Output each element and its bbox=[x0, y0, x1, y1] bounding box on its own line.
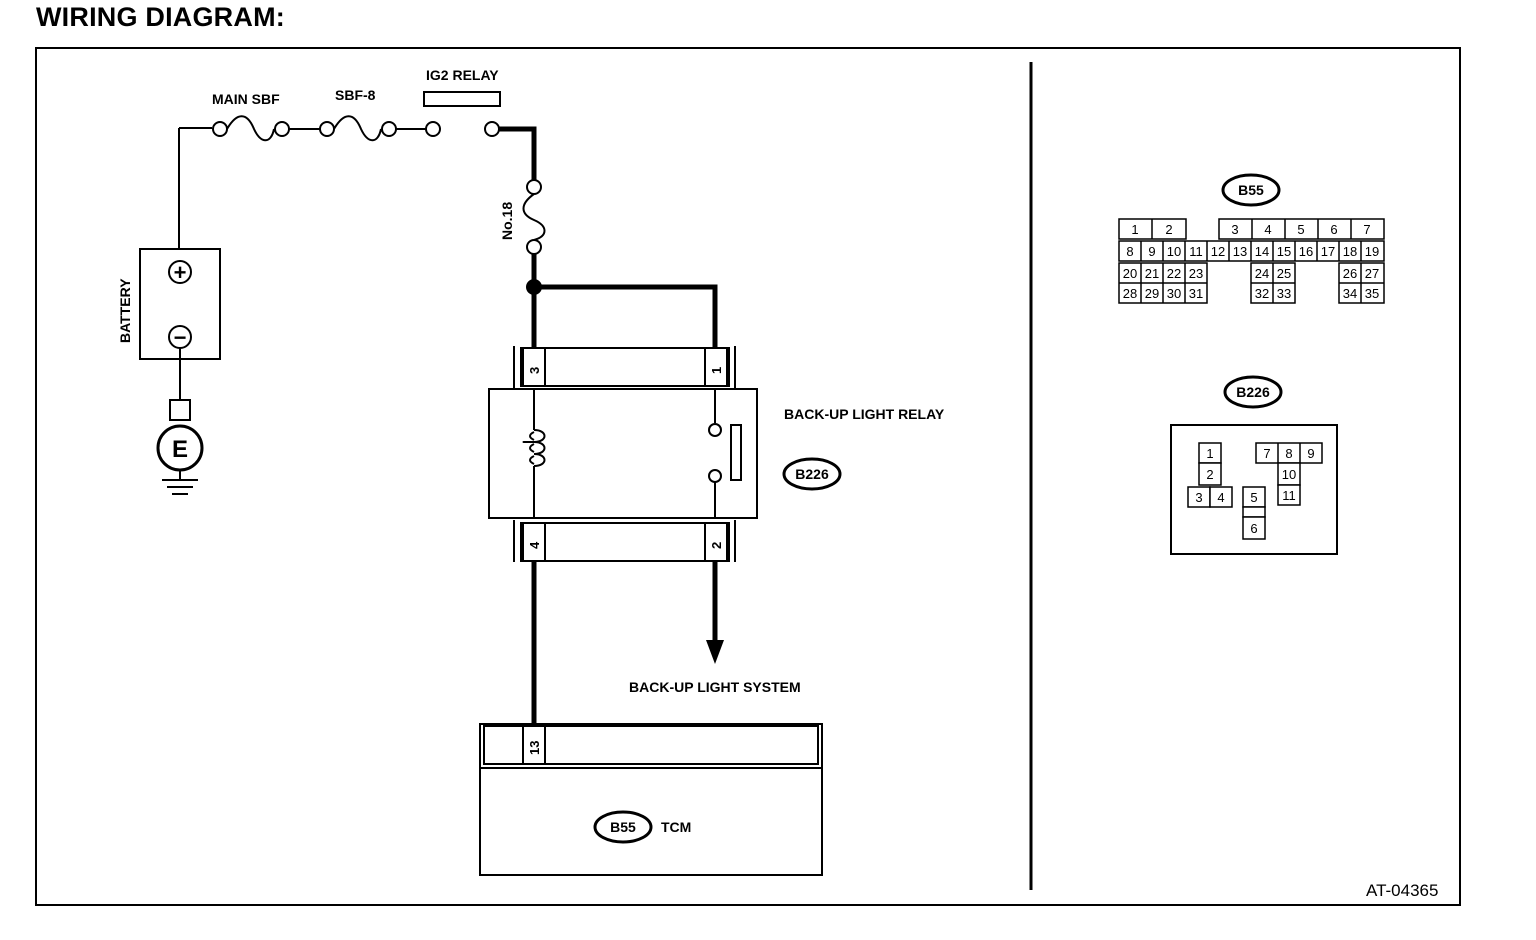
b55-pin: 17 bbox=[1321, 244, 1335, 259]
b55-pin: 15 bbox=[1277, 244, 1291, 259]
b55-pin: 10 bbox=[1167, 244, 1181, 259]
b55-pin: 30 bbox=[1167, 286, 1181, 301]
fuse-no18-label: No.18 bbox=[499, 202, 515, 240]
b55-pin: 12 bbox=[1211, 244, 1225, 259]
b55-pin: 22 bbox=[1167, 266, 1181, 281]
b55-pin: 20 bbox=[1123, 266, 1137, 281]
b55-label: B55 bbox=[1238, 182, 1264, 198]
b226-connector-face: B226 1 2 3 4 5 6 7 8 9 10 11 bbox=[1170, 375, 1338, 555]
b55-pin: 5 bbox=[1297, 222, 1304, 237]
ig2-relay-label: IG2 RELAY bbox=[426, 67, 499, 83]
tcm-label: TCM bbox=[661, 819, 691, 835]
tcm-pin-13: 13 bbox=[527, 741, 542, 755]
b55-pin: 7 bbox=[1363, 222, 1370, 237]
battery-label: BATTERY bbox=[117, 278, 133, 343]
relay-top-connector bbox=[513, 346, 736, 388]
b55-pin: 18 bbox=[1343, 244, 1357, 259]
battery bbox=[139, 248, 221, 360]
relay-pin-4: 4 bbox=[527, 541, 542, 549]
arrow-down-icon bbox=[706, 640, 724, 664]
b55-connector-face: B55 1 2 3 4 5 6 7 8 9 10 11 12 13 14 bbox=[1118, 173, 1385, 304]
ground-symbol bbox=[156, 399, 204, 495]
b55-pin: 31 bbox=[1189, 286, 1203, 301]
main-sbf-fuse bbox=[179, 115, 290, 142]
battery-plus-icon: + bbox=[174, 260, 187, 285]
tcm-body bbox=[479, 767, 823, 876]
relay-bottom-connector bbox=[513, 520, 736, 562]
relay-label: BACK-UP LIGHT RELAY bbox=[784, 406, 945, 422]
ground-label: E bbox=[172, 436, 188, 463]
b55-pin: 19 bbox=[1365, 244, 1379, 259]
relay-connector-code: B226 bbox=[795, 466, 829, 482]
b226-pin: 4 bbox=[1217, 490, 1224, 505]
diagram-frame bbox=[35, 47, 1461, 906]
b55-pin: 1 bbox=[1131, 222, 1138, 237]
sbf8-fuse bbox=[319, 115, 397, 142]
b226-pin: 3 bbox=[1195, 490, 1202, 505]
b226-pin: 11 bbox=[1282, 488, 1296, 503]
b226-pin: 10 bbox=[1282, 467, 1296, 482]
b55-pin: 9 bbox=[1148, 244, 1155, 259]
b55-pin: 8 bbox=[1126, 244, 1133, 259]
b55-pin: 3 bbox=[1231, 222, 1238, 237]
b226-pin: 7 bbox=[1263, 446, 1270, 461]
b226-pin: 5 bbox=[1250, 490, 1257, 505]
b226-label: B226 bbox=[1236, 384, 1270, 400]
b55-pin: 2 bbox=[1165, 222, 1172, 237]
b226-pin: 9 bbox=[1307, 446, 1314, 461]
b55-pin: 13 bbox=[1233, 244, 1247, 259]
b55-pin: 26 bbox=[1343, 266, 1357, 281]
ig2-relay bbox=[423, 91, 501, 137]
b226-pin: 1 bbox=[1206, 446, 1213, 461]
relay-pin-3: 3 bbox=[527, 367, 542, 374]
relay-pin-1: 1 bbox=[709, 367, 724, 374]
b55-pin: 14 bbox=[1255, 244, 1269, 259]
wire-ig2-to-fuse18 bbox=[499, 126, 537, 180]
wire-junction-to-pin1 bbox=[534, 284, 718, 350]
sbf8-label: SBF-8 bbox=[335, 87, 376, 103]
b55-pin: 25 bbox=[1277, 266, 1291, 281]
b55-pin: 23 bbox=[1189, 266, 1203, 281]
b55-pin: 4 bbox=[1264, 222, 1271, 237]
tcm-connector-badge: B55 bbox=[593, 810, 653, 844]
b55-pin: 16 bbox=[1299, 244, 1313, 259]
b55-pin: 29 bbox=[1145, 286, 1159, 301]
b226-pin: 2 bbox=[1206, 467, 1213, 482]
backup-system-label: BACK-UP LIGHT SYSTEM bbox=[629, 679, 801, 695]
b55-pin: 27 bbox=[1365, 266, 1379, 281]
b55-pin: 33 bbox=[1277, 286, 1291, 301]
battery-minus-icon: − bbox=[174, 325, 187, 350]
b55-pin: 34 bbox=[1343, 286, 1357, 301]
b55-pin: 24 bbox=[1255, 266, 1269, 281]
relay-pin-2: 2 bbox=[709, 542, 724, 549]
b55-pin: 28 bbox=[1123, 286, 1137, 301]
relay-connector-badge: B226 bbox=[782, 457, 842, 491]
main-sbf-label: MAIN SBF bbox=[212, 91, 280, 107]
b55-pin: 21 bbox=[1145, 266, 1159, 281]
b226-pin: 6 bbox=[1250, 521, 1257, 536]
b55-pin: 6 bbox=[1330, 222, 1337, 237]
diagram-code: AT-04365 bbox=[1366, 881, 1438, 900]
fuse-no18 bbox=[522, 179, 546, 255]
tcm-connector bbox=[479, 723, 823, 769]
relay-body bbox=[488, 388, 758, 519]
b55-pin: 11 bbox=[1189, 244, 1203, 259]
diagram-heading: WIRING DIAGRAM: bbox=[36, 2, 285, 32]
tcm-connector-code: B55 bbox=[610, 819, 636, 835]
b226-pin: 8 bbox=[1285, 446, 1292, 461]
b55-pin: 32 bbox=[1255, 286, 1269, 301]
b55-pin: 35 bbox=[1365, 286, 1379, 301]
